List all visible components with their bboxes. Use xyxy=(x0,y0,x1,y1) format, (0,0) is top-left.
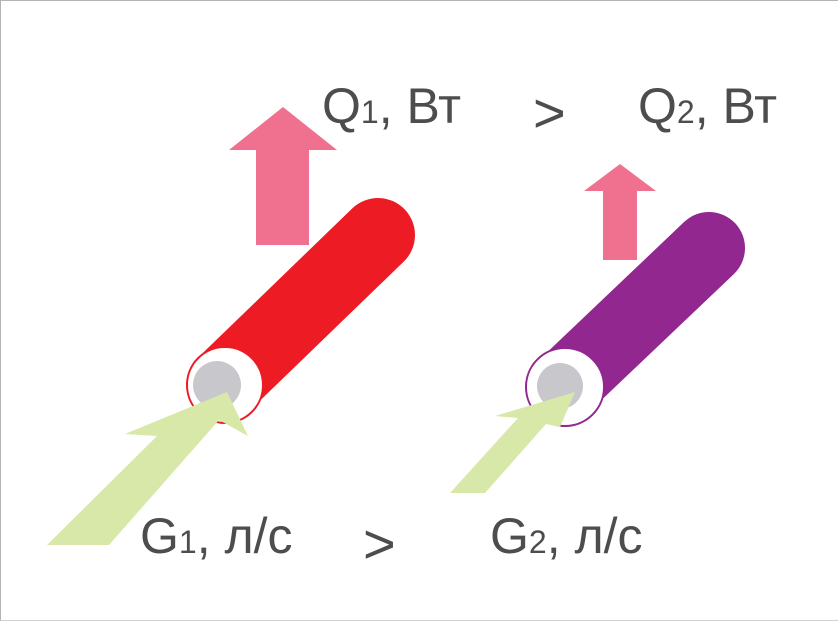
flow-arrow-2 xyxy=(450,392,575,493)
heat-comparison-sign: > xyxy=(533,81,566,144)
heat-arrow-2 xyxy=(584,164,656,260)
g1-label: G1, л/с xyxy=(140,508,293,564)
q2-label: Q2, Вт xyxy=(638,78,777,134)
g2-label: G2, л/с xyxy=(490,508,643,564)
flow-arrow-1 xyxy=(47,392,248,545)
q1-label: Q1, Вт xyxy=(322,78,461,134)
heat-arrow-1 xyxy=(229,107,337,245)
pipe-1 xyxy=(186,198,415,424)
flow-comparison-sign: > xyxy=(363,512,396,575)
